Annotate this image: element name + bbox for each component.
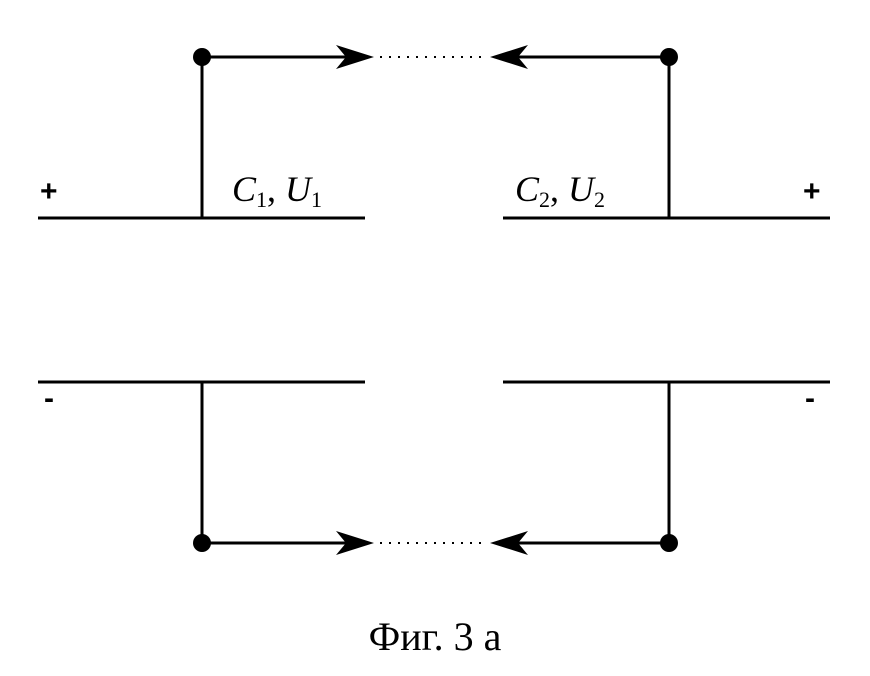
junction-top-left <box>193 48 211 66</box>
capacitor1-label: C1, U1 <box>232 169 322 212</box>
junction-bottom-right <box>660 534 678 552</box>
minus-sign-right: - <box>805 382 815 415</box>
figure-caption: Фиг. 3 а <box>369 614 502 659</box>
capacitor2-u: U <box>568 169 596 209</box>
plus-sign-left: + <box>40 175 58 208</box>
capacitor2-c: C <box>515 169 540 209</box>
junction-bottom-left <box>193 534 211 552</box>
capacitor2-c-sub: 2 <box>539 187 550 212</box>
capacitor1-sep: , <box>267 169 285 209</box>
junction-top-right <box>660 48 678 66</box>
minus-sign-left: - <box>44 382 54 415</box>
capacitor1-u-sub: 1 <box>311 187 322 212</box>
bottom-left-arrow <box>336 531 374 555</box>
top-left-arrow <box>336 45 374 69</box>
capacitor1-c: C <box>232 169 257 209</box>
capacitor2-label: C2, U2 <box>515 169 605 212</box>
capacitor2-sep: , <box>550 169 568 209</box>
plus-sign-right: + <box>803 175 821 208</box>
capacitor2-u-sub: 2 <box>594 187 605 212</box>
capacitor1-u: U <box>285 169 313 209</box>
capacitor1-c-sub: 1 <box>256 187 267 212</box>
